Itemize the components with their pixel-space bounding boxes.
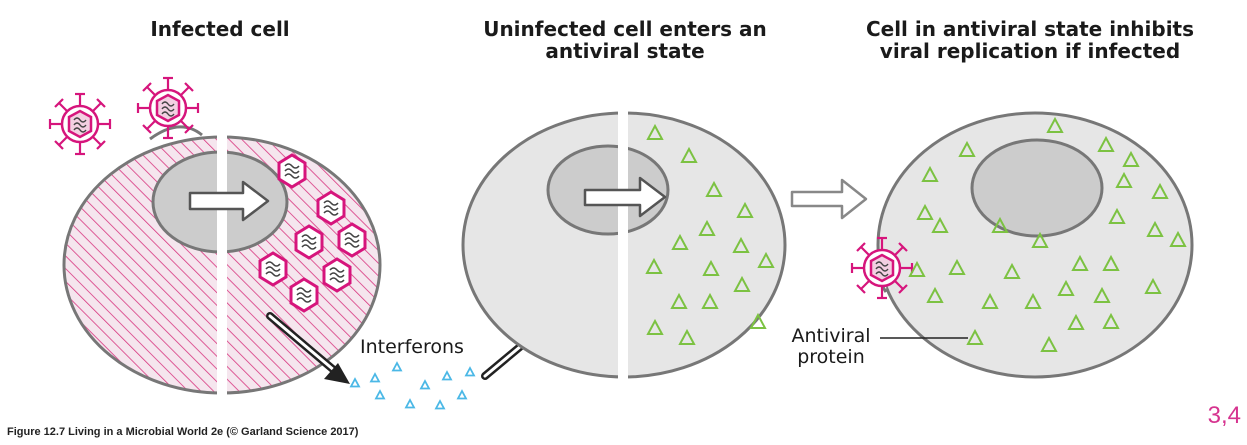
process-arrow-2 — [583, 176, 667, 218]
panel3-title: Cell in antiviral state inhibits viral r… — [845, 18, 1215, 62]
page-number: 3,4 — [1207, 402, 1241, 429]
virion-blocked — [850, 236, 914, 300]
antiviral-protein-label: Antiviral protein — [785, 326, 877, 368]
secretion-arrow — [266, 312, 350, 384]
uninfected-cell — [461, 105, 787, 395]
panel2-title-line1: Uninfected cell enters an — [483, 17, 767, 41]
interferons-label: Interferons — [360, 336, 464, 358]
virion-attached — [136, 76, 200, 140]
antiviral-label-line1: Antiviral — [791, 325, 871, 347]
panel3-title-line2: viral replication if infected — [879, 39, 1181, 63]
interferon-molecules — [350, 362, 475, 410]
figure-caption: Figure 12.7 Living in a Microbial World … — [7, 426, 359, 438]
panel2-title: Uninfected cell enters an antiviral stat… — [470, 18, 780, 62]
panel1-title: Infected cell — [150, 17, 290, 41]
panel3-title-line1: Cell in antiviral state inhibits — [865, 17, 1195, 41]
time-split-gap — [217, 95, 227, 415]
transition-arrow — [790, 178, 868, 220]
time-split-gap-2 — [618, 105, 628, 395]
virion-free — [48, 92, 112, 156]
nucleus-3 — [970, 138, 1104, 238]
panel2-title-line2: antiviral state — [545, 39, 705, 63]
antiviral-label-line2: protein — [797, 346, 865, 368]
process-arrow-1 — [188, 180, 270, 222]
